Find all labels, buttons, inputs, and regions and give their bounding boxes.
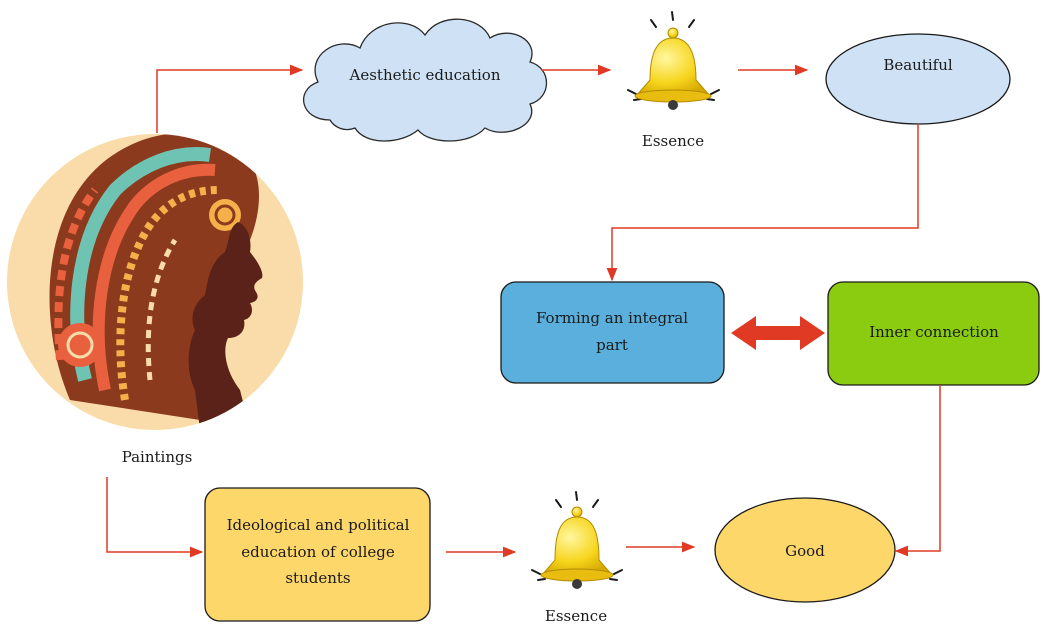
essence-top-label: Essence: [642, 132, 704, 150]
inner-connection-label: Inner connection: [869, 323, 999, 341]
good-node: Good: [714, 497, 896, 603]
forming-label-line2: part: [596, 336, 628, 354]
connector-lines: [106, 64, 941, 558]
essence-bottom-label: Essence: [545, 607, 607, 625]
aesthetic-education-label: Aesthetic education: [349, 66, 501, 84]
good-label: Good: [785, 542, 825, 560]
forming-label-line1: Forming an integral: [536, 309, 688, 327]
portrait-icon: [7, 134, 303, 430]
paintings-label: Paintings: [122, 448, 193, 466]
beautiful-node: Beautiful: [825, 33, 1011, 125]
ideological-label-line3: students: [285, 569, 350, 587]
inner-connection-node: Inner connection: [827, 281, 1040, 386]
arrow-beautiful-to-forming: [606, 124, 919, 282]
double-arrow-icon: [731, 316, 825, 350]
ideological-label-line1: Ideological and political: [227, 516, 410, 534]
beautiful-label: Beautiful: [883, 56, 953, 74]
ideological-education-node: Ideological and political education of c…: [204, 487, 431, 622]
bell-icon: [531, 491, 623, 589]
aesthetic-education-node: Aesthetic education: [303, 18, 547, 142]
arrow-paintings-to-ideological: [106, 477, 204, 558]
arrow-inner-to-good: [894, 385, 941, 557]
ideological-label-line2: education of college: [241, 543, 395, 561]
bell-icon: [627, 11, 720, 110]
arrow-paintings-to-aesthetic: [156, 64, 304, 133]
forming-integral-part-node: Forming an integral part: [500, 281, 725, 384]
